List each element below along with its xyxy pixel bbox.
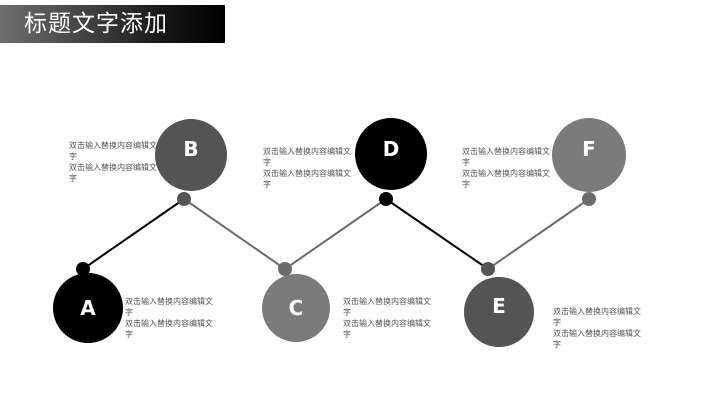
- connector-d-e: [385, 198, 489, 270]
- node-e-label: E: [492, 294, 506, 318]
- node-e-description: 双击输入替换内容编辑文字 双击输入替换内容编辑文字: [553, 307, 641, 349]
- joint-dot-a: [76, 262, 90, 276]
- title-bar: 标题文字添加: [0, 5, 225, 43]
- node-d-label: D: [383, 137, 400, 161]
- connector-e-f: [487, 198, 590, 270]
- node-b: B: [155, 119, 227, 191]
- node-b-circle: [155, 119, 227, 191]
- node-d: D: [355, 118, 427, 190]
- node-a: A: [53, 273, 123, 343]
- node-f-label: F: [582, 137, 596, 161]
- node-d-description: 双击输入替换内容编辑文字 双击输入替换内容编辑文字: [263, 147, 351, 189]
- joint-dot-b: [177, 192, 191, 206]
- node-a-circle: [53, 273, 123, 343]
- node-d-circle: [355, 118, 427, 190]
- connector-a-b: [82, 198, 185, 270]
- node-c: C: [262, 274, 330, 342]
- connector-c-d: [284, 198, 387, 270]
- node-e: E: [464, 277, 534, 347]
- page-title: 标题文字添加: [24, 11, 168, 37]
- node-c-description: 双击输入替换内容编辑文字 双击输入替换内容编辑文字: [343, 297, 431, 339]
- joint-dot-e: [481, 262, 495, 276]
- connector-b-c: [183, 198, 286, 270]
- node-f-circle: [552, 118, 626, 192]
- node-b-description: 双击输入替换内容编辑文字 双击输入替换内容编辑文字: [69, 141, 157, 183]
- node-e-circle: [464, 277, 534, 347]
- node-f: F: [552, 118, 626, 192]
- joint-dot-c: [278, 262, 292, 276]
- node-c-label: C: [289, 296, 304, 320]
- node-b-label: B: [183, 137, 198, 161]
- joint-dot-d: [379, 192, 393, 206]
- node-a-label: A: [80, 296, 96, 320]
- node-f-description: 双击输入替换内容编辑文字 双击输入替换内容编辑文字: [462, 147, 550, 189]
- joint-dot-f: [582, 192, 596, 206]
- node-a-description: 双击输入替换内容编辑文字 双击输入替换内容编辑文字: [125, 297, 213, 339]
- node-c-circle: [262, 274, 330, 342]
